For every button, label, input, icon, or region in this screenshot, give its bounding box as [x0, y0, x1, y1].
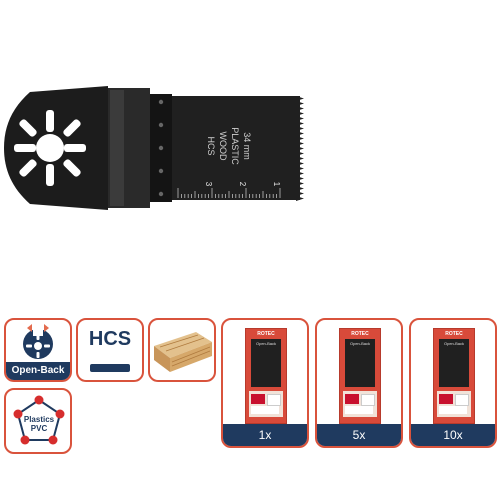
box-window: Open-Back	[251, 339, 281, 387]
blade-print-wood: WOOD	[218, 132, 228, 161]
feature-tile-open-back: Open-Back	[4, 318, 72, 382]
box-brand: ROTEC	[257, 331, 275, 337]
box-window: Open-Back	[345, 339, 375, 387]
feature-tile-plastics: Plastics PVC	[4, 388, 72, 454]
box-label: Open-Back	[443, 341, 464, 346]
star-mount-cutout	[14, 110, 86, 186]
hcs-label: HCS	[88, 328, 132, 350]
blade-print-hcs: HCS	[206, 136, 216, 155]
box-label: Open-Back	[349, 341, 370, 346]
blade-print-plastic: PLASTIC	[230, 127, 240, 165]
pack-box-image: ROTEC Open-Back	[339, 328, 381, 424]
box-window: Open-Back	[439, 339, 469, 387]
blade-print-size: 34 mm	[242, 132, 252, 160]
scale-number-1: 1	[272, 182, 281, 187]
feature-tile-wood	[148, 318, 216, 382]
pack-quantity: 1x	[223, 424, 307, 446]
plastics-label-line2: PVC	[31, 424, 48, 433]
plastics-molecule-icon: Plastics PVC	[13, 395, 65, 445]
box-label: Open-Back	[255, 341, 276, 346]
wood-plank-icon	[154, 332, 212, 372]
scale-number-3: 3	[204, 182, 213, 187]
open-back-label: Open-Back	[6, 362, 70, 380]
scale-number-2: 2	[238, 182, 247, 187]
plastics-label-line1: Plastics	[24, 415, 55, 424]
blade-scale	[177, 188, 281, 198]
box-brand: ROTEC	[351, 331, 369, 337]
pack-quantity: 5x	[317, 424, 401, 446]
open-back-blade-icon	[23, 324, 53, 359]
pack-card-10x[interactable]: ROTEC Open-Back 10x	[409, 318, 497, 448]
blade-body	[172, 96, 300, 200]
hcs-bar	[90, 364, 130, 372]
pack-box-image: ROTEC Open-Back	[245, 328, 287, 424]
blade-teeth	[296, 96, 304, 201]
feature-tile-hcs: HCS	[76, 318, 144, 382]
box-brand: ROTEC	[445, 331, 463, 337]
saw-blade-image: HCS WOOD PLASTIC 34 mm 1 2 3	[4, 86, 304, 210]
pack-card-1x[interactable]: ROTEC Open-Back 1x	[221, 318, 309, 448]
pack-card-5x[interactable]: ROTEC Open-Back 5x	[315, 318, 403, 448]
pack-quantity: 10x	[411, 424, 495, 446]
pack-box-image: ROTEC Open-Back	[433, 328, 475, 424]
